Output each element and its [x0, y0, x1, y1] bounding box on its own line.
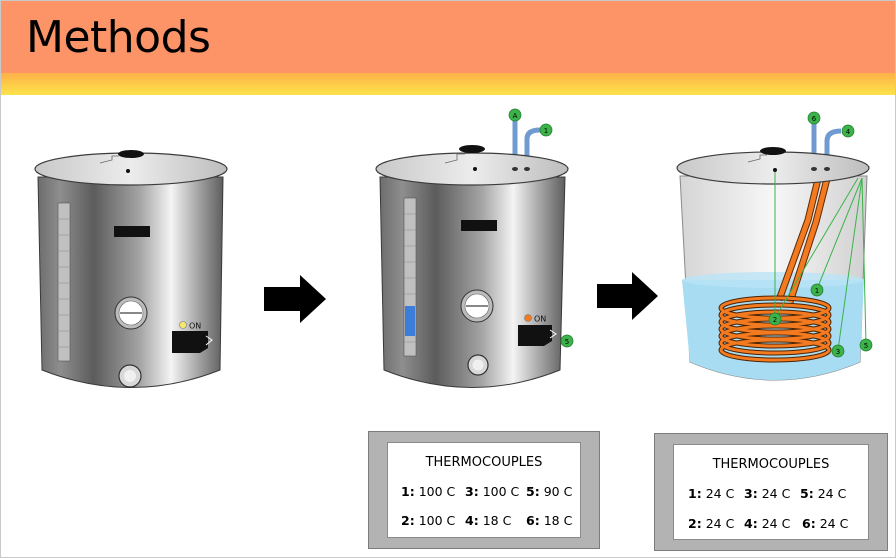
svg-text:1: 1	[815, 287, 819, 295]
reading-3: 3: 100 C	[465, 484, 520, 499]
panel-card: THERMOCOUPLES 1: 24 C 3: 24 C 5: 24 C 2:…	[673, 444, 869, 540]
label-plate	[461, 220, 497, 231]
probe-marker-3: 3	[831, 344, 845, 358]
power-switch: ON	[518, 314, 557, 346]
reading-2: 2: 24 C	[688, 516, 735, 531]
probe-marker-5: 5	[859, 338, 873, 352]
probe-marker-5: 5	[560, 334, 574, 348]
reading-4: 4: 24 C	[744, 516, 791, 531]
svg-text:2: 2	[773, 316, 777, 324]
reading-4: 4: 18 C	[465, 513, 512, 528]
svg-text:A: A	[513, 112, 518, 120]
panel-title: THERMOCOUPLES	[425, 455, 543, 470]
panel-card: THERMOCOUPLES 1: 100 C 3: 100 C 5: 90 C …	[387, 442, 581, 538]
page-title: Methods	[26, 12, 211, 63]
drain-valve	[118, 364, 142, 388]
svg-text:4: 4	[846, 128, 851, 136]
kettle-pot-1: ON	[34, 150, 228, 388]
thermometer-dial	[460, 289, 494, 323]
probe-marker-6: 6	[807, 111, 821, 125]
reading-6: 6: 24 C	[802, 516, 849, 531]
drain-valve	[467, 354, 489, 376]
arrow-right-icon	[264, 275, 326, 323]
probe-marker-a: A	[508, 108, 522, 122]
header-stripe	[1, 73, 895, 95]
reading-3: 3: 24 C	[744, 486, 791, 501]
thermometer-dial	[114, 296, 148, 330]
header-bar	[1, 1, 895, 73]
probe-marker-1: 1	[810, 283, 824, 297]
reading-5: 5: 90 C	[526, 484, 573, 499]
sight-glass	[403, 197, 417, 357]
power-switch: ON	[172, 321, 213, 353]
label-plate	[114, 226, 150, 237]
thermocouples-panel-boiling: THERMOCOUPLES 1: 100 C 3: 100 C 5: 90 C …	[368, 431, 600, 549]
reading-2: 2: 100 C	[401, 513, 456, 528]
svg-text:5: 5	[565, 338, 569, 346]
reading-6: 6: 18 C	[526, 513, 573, 528]
probe-marker-4: 4	[841, 124, 855, 138]
sight-glass	[57, 202, 71, 362]
switch-label: ON	[534, 315, 546, 324]
reading-1: 1: 100 C	[401, 484, 456, 499]
kettle-pot-2: ON A 1 5	[375, 108, 574, 388]
svg-text:5: 5	[864, 342, 868, 350]
thermocouples-panel-ambient: THERMOCOUPLES 1: 24 C 3: 24 C 5: 24 C 2:…	[654, 433, 888, 551]
arrow-right-icon	[597, 272, 658, 320]
svg-text:3: 3	[836, 348, 840, 356]
reading-1: 1: 24 C	[688, 486, 735, 501]
switch-label: ON	[189, 322, 201, 331]
kettle-pot-3-cutaway: 6 4 1 2 3 5	[676, 111, 873, 381]
svg-text:1: 1	[544, 127, 548, 135]
reading-5: 5: 24 C	[800, 486, 847, 501]
svg-text:6: 6	[812, 115, 817, 123]
panel-title: THERMOCOUPLES	[712, 457, 830, 472]
probe-marker-2: 2	[768, 312, 782, 326]
probe-marker-1: 1	[539, 123, 553, 137]
